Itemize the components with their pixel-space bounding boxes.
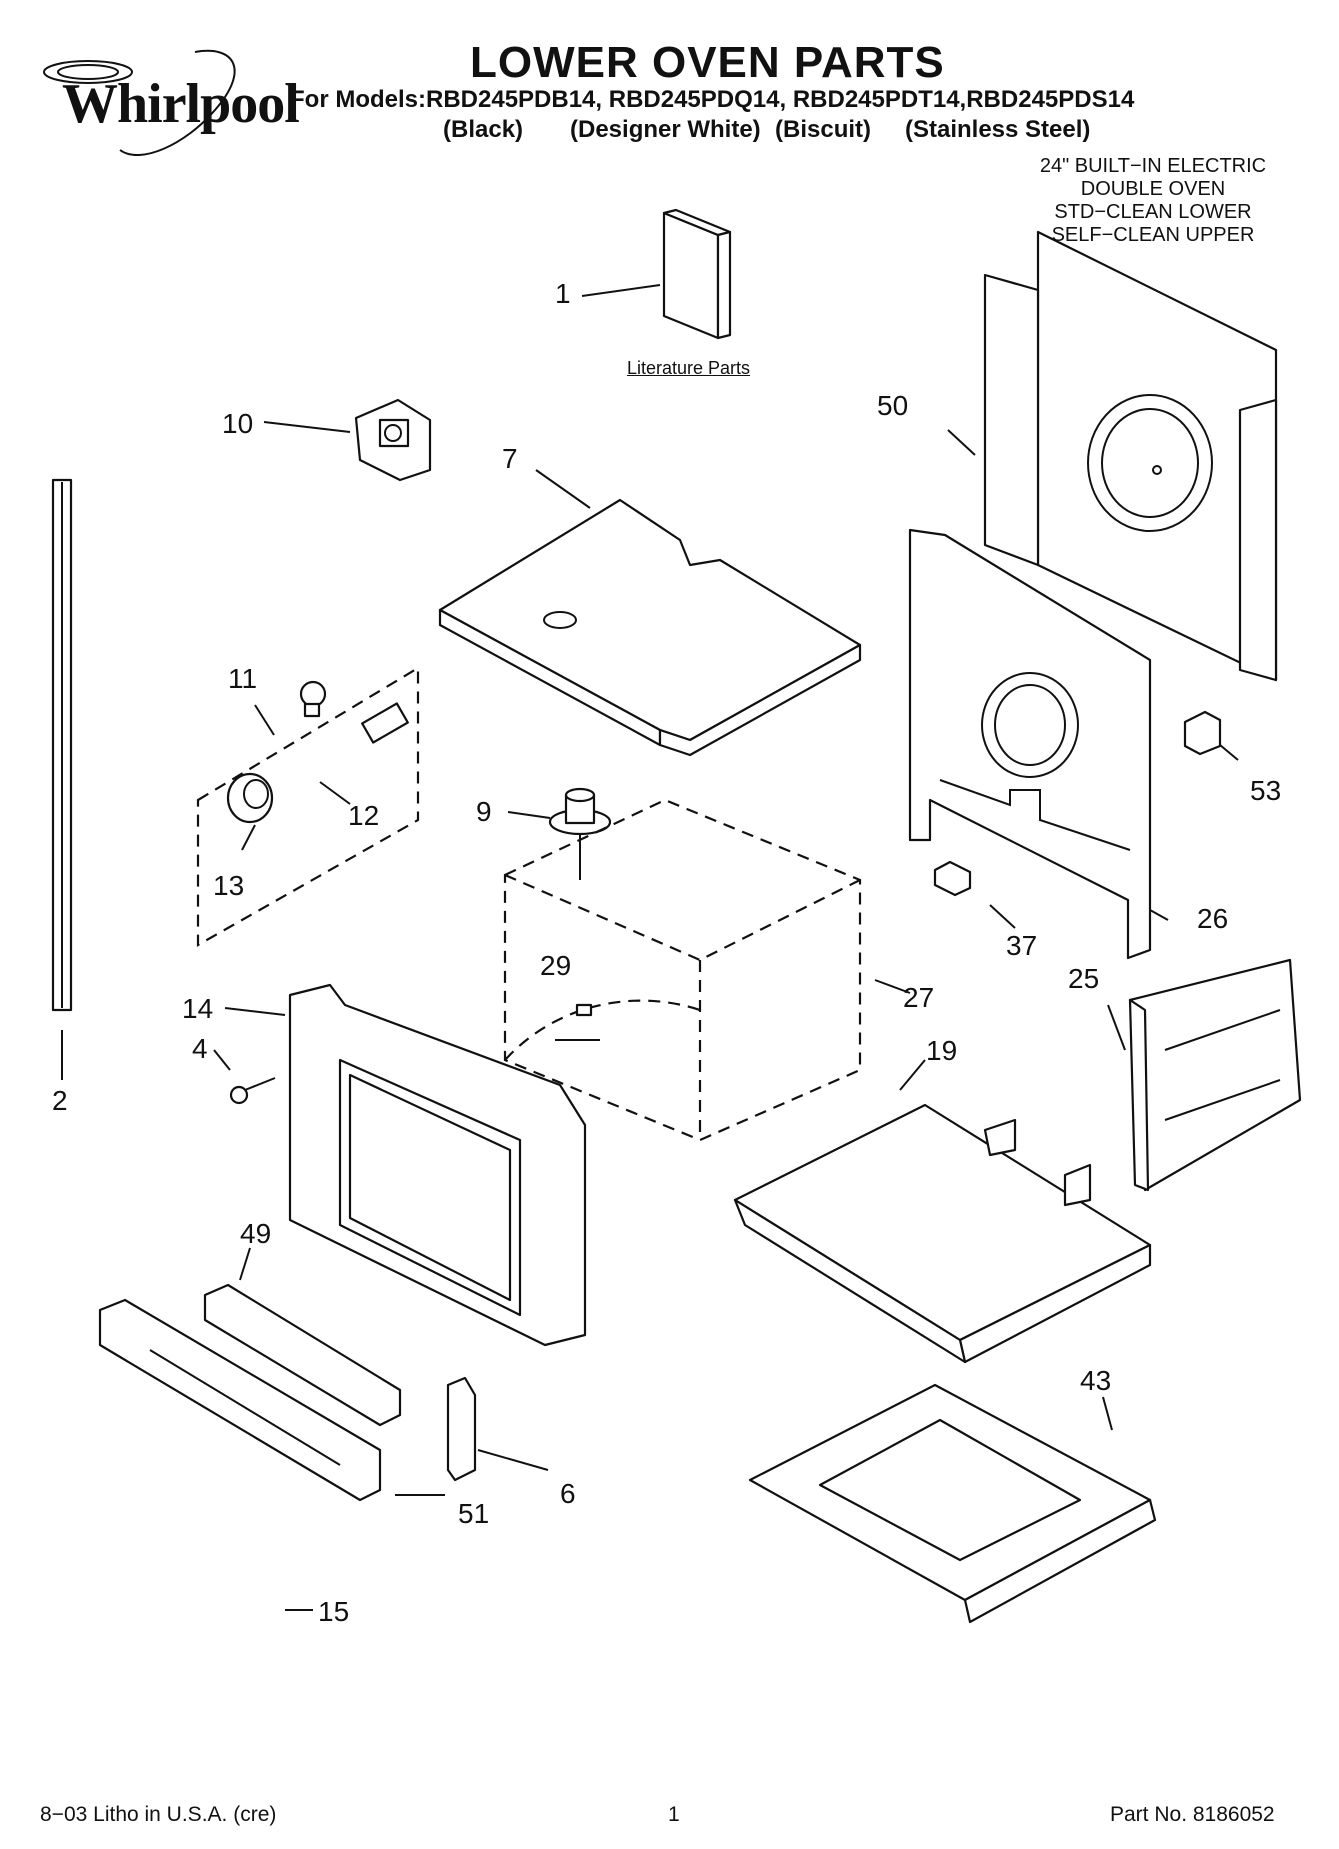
callout-2: 2 bbox=[52, 1085, 68, 1116]
callout-14: 14 bbox=[182, 993, 214, 1024]
socket-shape bbox=[361, 702, 409, 744]
clip-shape bbox=[1183, 710, 1222, 756]
callout-15: 15 bbox=[318, 1596, 350, 1627]
callout-6: 6 bbox=[560, 1478, 576, 1509]
callout-25: 25 bbox=[1068, 963, 1100, 994]
mount-bracket-shape bbox=[446, 1376, 477, 1482]
callout-49: 49 bbox=[240, 1218, 272, 1249]
callout-4: 4 bbox=[192, 1033, 208, 1064]
side-panel-shape bbox=[1128, 958, 1302, 1192]
thermostat-shape bbox=[548, 787, 612, 880]
cover-plate-shape bbox=[733, 1103, 1152, 1364]
models-line: For Models:RBD245PDB14, RBD245PDQ14, RBD… bbox=[290, 86, 1135, 113]
callout-19: 19 bbox=[926, 1035, 958, 1066]
variant-stainless-steel: (Stainless Steel) bbox=[905, 116, 1091, 143]
whirlpool-logo: Whirlpool bbox=[62, 73, 300, 135]
variant-designer-white: (Designer White) bbox=[570, 116, 761, 143]
bulb-shape bbox=[299, 680, 327, 718]
product-description-line: SELF−CLEAN UPPER bbox=[1051, 224, 1255, 246]
callout-12: 12 bbox=[348, 800, 380, 831]
lens-shape bbox=[226, 772, 274, 824]
lamp-kit-outline bbox=[196, 666, 420, 947]
leader-lines bbox=[61, 284, 1239, 1611]
small-bracket-shape bbox=[933, 860, 972, 897]
callout-53: 53 bbox=[1250, 775, 1282, 806]
product-description-line: 24" BUILT−IN ELECTRIC bbox=[1039, 155, 1267, 177]
callout-7: 7 bbox=[502, 443, 518, 474]
callout-50: 50 bbox=[877, 390, 909, 421]
page-title: LOWER OVEN PARTS bbox=[470, 38, 945, 87]
trim-strip-shape bbox=[51, 478, 73, 1012]
top-panel-shape bbox=[438, 498, 862, 757]
back-panel-shape bbox=[983, 230, 1278, 682]
vent-trim-shape bbox=[98, 1298, 382, 1502]
rear-frame-shape bbox=[908, 528, 1152, 960]
callout-13: 13 bbox=[213, 870, 245, 901]
support-bar-shape bbox=[203, 1283, 402, 1427]
screw-shape bbox=[229, 1077, 276, 1105]
variant-black: (Black) bbox=[443, 116, 524, 143]
literature-book-shape bbox=[662, 208, 732, 340]
callout-11: 11 bbox=[228, 663, 258, 694]
literature-parts-label: Literature Parts bbox=[627, 358, 751, 378]
callout-27: 27 bbox=[903, 982, 935, 1013]
whirlpool-logo-swoosh bbox=[43, 49, 236, 156]
front-frame-shape bbox=[288, 983, 587, 1347]
footer-print-info: 8−03 Litho in U.S.A. (cre) bbox=[40, 1803, 277, 1826]
callout-1: 1 bbox=[555, 278, 571, 309]
gasket-shape bbox=[40, 1347, 280, 1718]
callout-29: 29 bbox=[540, 950, 572, 981]
product-description-line: DOUBLE OVEN bbox=[1080, 178, 1226, 200]
bottom-pan-shape bbox=[748, 1383, 1157, 1624]
part-number: Part No. 8186052 bbox=[1110, 1803, 1275, 1826]
switch-bracket-shape bbox=[354, 398, 432, 482]
variant-biscuit: (Biscuit) bbox=[775, 116, 871, 143]
page-number: 1 bbox=[668, 1803, 680, 1826]
product-description-line: STD−CLEAN LOWER bbox=[1054, 201, 1252, 223]
callout-9: 9 bbox=[476, 796, 492, 827]
callout-51: 51 bbox=[458, 1498, 490, 1529]
callout-10: 10 bbox=[222, 408, 254, 439]
callout-43: 43 bbox=[1080, 1365, 1112, 1396]
callout-37: 37 bbox=[1006, 930, 1038, 961]
callout-26: 26 bbox=[1197, 903, 1229, 934]
oven-cavity-shape bbox=[503, 798, 862, 1142]
